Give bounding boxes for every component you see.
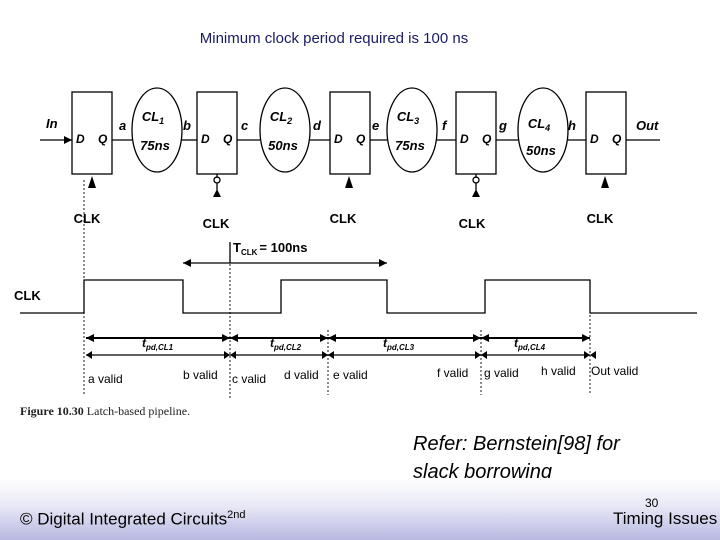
clk-label-2: CLK [203, 216, 230, 231]
latch-3-d: D [334, 132, 343, 146]
node-e: e [372, 118, 379, 133]
reference-note-line-2: slack borrowing [413, 461, 552, 483]
copyright-text: © Digital Integrated Circuits2nd [20, 509, 246, 530]
tclk-label: TCLK= 100ns [233, 240, 307, 257]
valid-label-out: Out valid [591, 364, 638, 378]
node-f: f [442, 118, 448, 133]
latch-5-d: D [590, 132, 599, 146]
logic-block-cl3 [386, 87, 438, 173]
node-c: c [241, 118, 249, 133]
slide-number: 30 [645, 496, 659, 510]
tpd-cl3: tpd,CL3 [383, 336, 415, 352]
cl1-delay: 75ns [140, 138, 170, 153]
cl1-name: CL1 [142, 109, 164, 126]
clk-label-3: CLK [330, 211, 357, 226]
latch-1 [71, 91, 113, 175]
cl3-delay: 75ns [395, 138, 425, 153]
cl3-name: CL3 [397, 109, 419, 126]
figure-caption-label: Figure 10.30 [20, 404, 84, 418]
cl2-delay: 50ns [268, 138, 298, 153]
valid-label-h: h valid [541, 364, 576, 378]
valid-label-f: f valid [437, 366, 468, 380]
clock-waveform [20, 279, 697, 314]
tpd-cl2: tpd,CL2 [270, 336, 302, 352]
logic-block-cl4 [517, 87, 569, 173]
cl4-delay: 50ns [526, 143, 556, 158]
figure-caption-text: Latch-based pipeline. [86, 404, 191, 418]
node-b: b [183, 118, 191, 133]
output-label: Out [636, 118, 659, 133]
cl2-name: CL2 [270, 109, 292, 126]
latch-5 [585, 91, 627, 175]
clk-label-1: CLK [74, 211, 101, 226]
reference-note-line-1: Refer: Bernstein[98] for [413, 433, 620, 455]
reference-note: Refer: Bernstein[98] for slack borrowing [413, 430, 620, 486]
latch-3-q: Q [356, 132, 366, 146]
tpd-cl4: tpd,CL4 [514, 336, 546, 352]
slide-title: Minimum clock period required is 100 ns [199, 30, 469, 47]
valid-label-e: e valid [333, 368, 368, 382]
valid-label-g: g valid [484, 366, 519, 380]
logic-block-cl1 [131, 87, 183, 173]
tpd-cl1: tpd,CL1 [142, 336, 174, 352]
footer-band [0, 478, 720, 540]
valid-label-d: d valid [284, 368, 319, 382]
copyright-label: © Digital Integrated Circuits [20, 509, 228, 529]
logic-block-cl2 [259, 87, 311, 173]
edition-superscript: 2nd [227, 509, 246, 521]
clk-label-5: CLK [587, 211, 614, 226]
latch-5-q: Q [612, 132, 622, 146]
cl4-name: CL4 [528, 116, 550, 133]
latch-4-q: Q [482, 132, 492, 146]
latch-2-q: Q [223, 132, 233, 146]
node-g: g [498, 118, 507, 133]
latch-pipeline-diagram: In Out a b c d e f g h D Q D Q D Q D Q D… [14, 87, 697, 400]
latch-1-d: D [76, 132, 85, 146]
node-h: h [568, 118, 576, 133]
latch-4-d: D [460, 132, 469, 146]
figure-caption: Figure 10.30 Latch-based pipeline. [20, 404, 190, 419]
clock-signal-label: CLK [14, 288, 41, 303]
latch-3 [329, 91, 371, 175]
valid-label-b: b valid [183, 368, 218, 382]
input-label: In [46, 116, 58, 131]
node-d: d [313, 118, 322, 133]
footer-topic: Timing Issues [613, 509, 718, 528]
latch-1-q: Q [98, 132, 108, 146]
clk-label-4: CLK [459, 216, 486, 231]
valid-label-c: c valid [232, 372, 266, 386]
node-a: a [119, 118, 126, 133]
valid-label-a: a valid [88, 372, 123, 386]
latch-2-d: D [201, 132, 210, 146]
